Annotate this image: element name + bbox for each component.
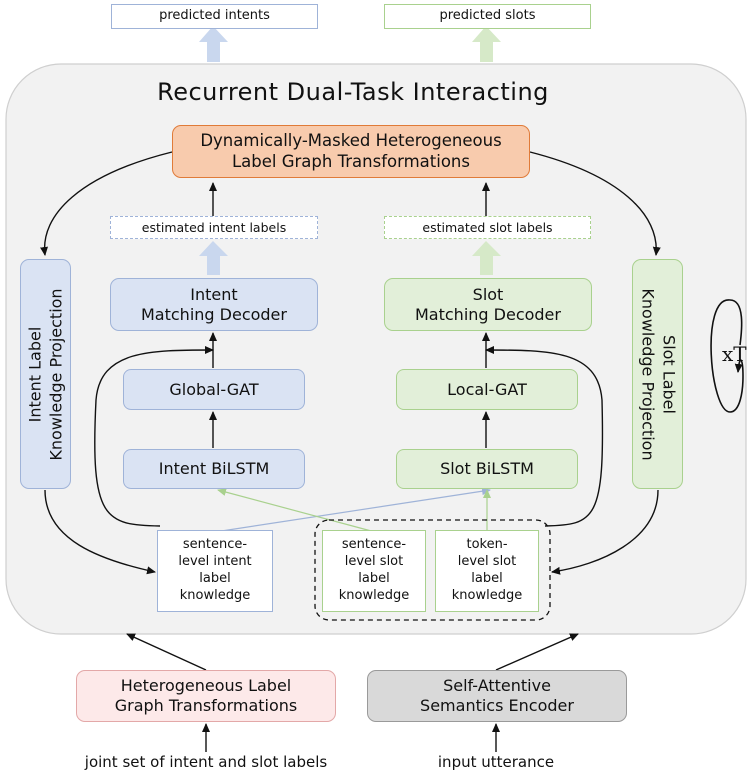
intent-projection-label: Intent Label Knowledge Projection <box>25 288 65 461</box>
arrow-intent-knowledge-to-slot-bilstm <box>214 487 491 533</box>
intent-projection-box <box>20 259 71 489</box>
intent-bilstm-box: Intent BiLSTM <box>123 449 305 489</box>
slot-bilstm-box: Slot BiLSTM <box>396 449 578 489</box>
labels-input-text: joint set of intent and slot labels <box>84 753 328 771</box>
heterogeneous-transform-box: Heterogeneous Label Graph Transformation… <box>76 670 336 722</box>
dynamic-transform-line1: Dynamically-Masked Heterogeneous <box>200 130 502 150</box>
global-gat-box: Global-GAT <box>123 369 305 410</box>
slot-decoder-box: Slot Matching Decoder <box>384 278 592 331</box>
arrow-slot-projection-to-knowledge <box>551 489 659 575</box>
utterance-input-text: input utterance <box>437 753 555 771</box>
arrow-hgt-to-panel <box>126 633 207 671</box>
panel-title: Recurrent Dual-Task Interacting <box>157 78 549 106</box>
slot-knowledge-group <box>314 519 551 621</box>
predicted-intents-label: predicted intents <box>159 8 270 24</box>
dynamic-transform-box: Dynamically-Masked Heterogeneous Label G… <box>172 125 530 178</box>
intent-output-arrow <box>199 26 228 62</box>
predicted-slots-label: predicted slots <box>439 8 536 24</box>
estimated-slot-label: estimated slot labels <box>422 219 553 235</box>
estimated-intent-label: estimated intent labels <box>141 219 287 235</box>
predicted-slots-box: predicted slots <box>384 4 591 29</box>
repeat-loop-arrow <box>710 299 744 413</box>
arrow-encoder-to-panel <box>495 633 579 671</box>
slot-estimate-arrow <box>472 241 501 275</box>
arrow-transform-to-slot-projection <box>529 151 661 256</box>
arrow-intent-projection-to-knowledge <box>44 489 156 575</box>
token-slot-knowledge-box: token- level slot label knowledge <box>435 530 539 612</box>
repeat-loop-top <box>729 299 743 346</box>
intent-decoder-box: Intent Matching Decoder <box>110 278 318 331</box>
arrow-intent-knowledge-to-decoder <box>94 346 214 527</box>
arrow-transform-to-intent-projection <box>40 151 173 256</box>
slot-projection-label: Slot Label Knowledge Projection <box>639 288 679 461</box>
sentence-slot-knowledge-box: sentence- level slot label knowledge <box>322 530 426 612</box>
estimated-intent-box: estimated intent labels <box>110 216 318 239</box>
local-gat-box: Local-GAT <box>396 369 578 410</box>
arrow-slot-knowledge-to-decoder <box>485 346 604 527</box>
arrow-slot-knowledge-to-intent-bilstm <box>217 488 376 533</box>
interaction-panel <box>5 63 747 635</box>
repeat-marker-text: xT <box>722 342 747 366</box>
slot-projection-box <box>632 259 683 489</box>
semantics-encoder-box: Self-Attentive Semantics Encoder <box>367 670 627 722</box>
estimated-slot-box: estimated slot labels <box>384 216 591 239</box>
dynamic-transform-line2: Label Graph Transformations <box>231 151 470 171</box>
slot-output-arrow <box>472 26 501 62</box>
intent-estimate-arrow <box>199 241 228 275</box>
sentence-intent-knowledge-box: sentence- level intent label knowledge <box>157 530 273 612</box>
predicted-intents-box: predicted intents <box>111 4 318 29</box>
